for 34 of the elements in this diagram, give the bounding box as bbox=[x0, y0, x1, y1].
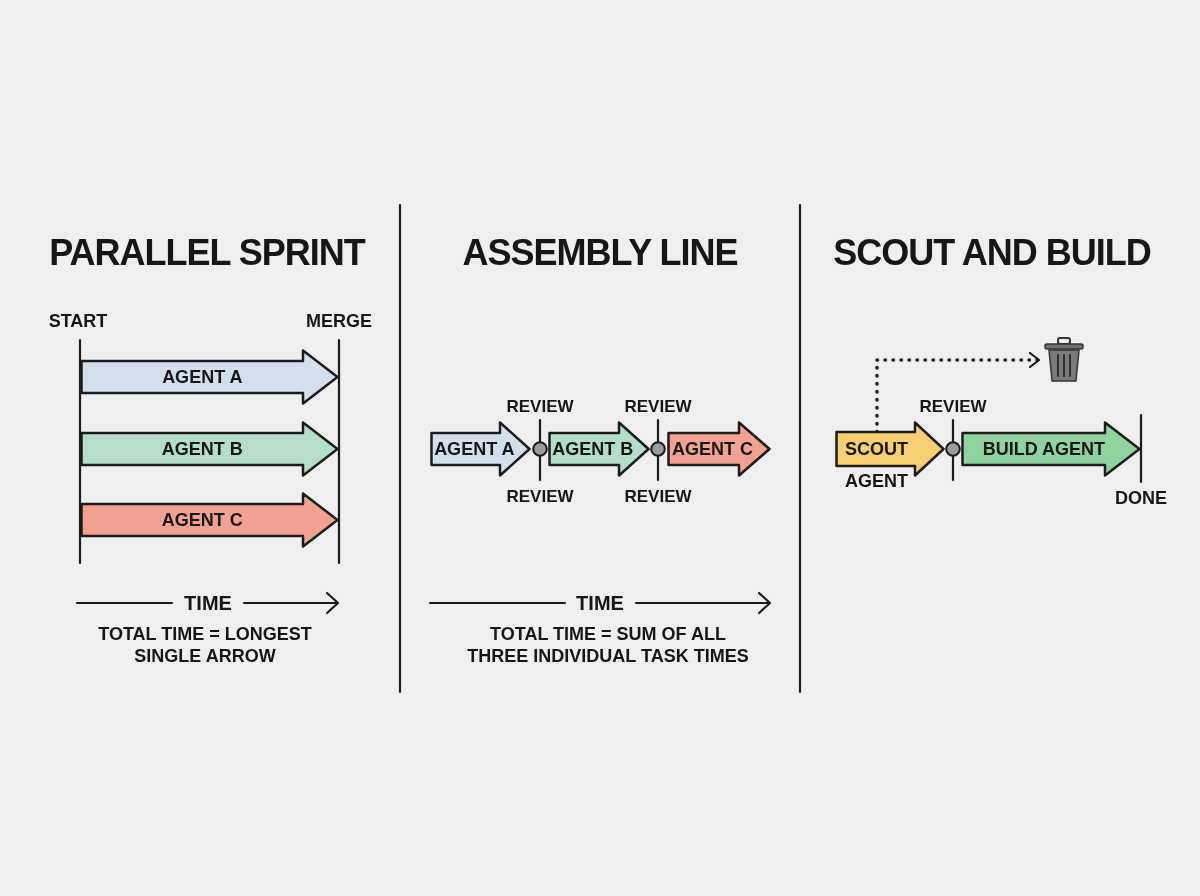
axis-label: TIME bbox=[576, 593, 624, 613]
axis-label: TIME bbox=[184, 593, 232, 613]
task-label: AGENT C bbox=[672, 440, 754, 458]
dot-icon bbox=[650, 441, 666, 457]
panel-heading: PARALLEL SPRINT bbox=[49, 235, 365, 271]
checkpoint-label: REVIEW bbox=[506, 488, 574, 505]
marker-label: START bbox=[48, 312, 108, 330]
task-label: SCOUT AGENT bbox=[845, 438, 909, 493]
panel-heading: ASSEMBLY LINE bbox=[462, 235, 738, 271]
task-label: AGENT B bbox=[161, 440, 243, 458]
task-label: AGENT B bbox=[552, 440, 634, 458]
task-block bbox=[548, 421, 650, 477]
task-label: BUILD AGENT bbox=[982, 440, 1105, 458]
marker-label: DONE bbox=[1115, 489, 1167, 507]
panel-heading: SCOUT AND BUILD bbox=[833, 235, 1151, 271]
note-text: TOTAL TIME = SUM OF ALL THREE INDIVIDUAL TASK TIMES bbox=[466, 623, 750, 667]
task-label: AGENT C bbox=[161, 511, 243, 529]
task-block bbox=[80, 492, 339, 548]
checkpoint-label: REVIEW bbox=[506, 398, 574, 415]
dot-icon bbox=[532, 441, 548, 457]
task-label: AGENT A bbox=[162, 368, 243, 386]
task-block bbox=[80, 349, 339, 405]
task-block bbox=[80, 421, 339, 477]
checkpoint-label: REVIEW bbox=[919, 398, 987, 415]
note-text: TOTAL TIME = LONGEST SINGLE ARROW bbox=[97, 623, 313, 667]
task-block bbox=[667, 421, 771, 477]
task-block bbox=[430, 421, 531, 477]
checkpoint-label: REVIEW bbox=[624, 488, 692, 505]
checkpoint-label: REVIEW bbox=[624, 398, 692, 415]
dot-icon bbox=[945, 441, 961, 457]
task-block bbox=[961, 421, 1141, 477]
marker-label: MERGE bbox=[306, 312, 372, 330]
trash-can-icon bbox=[1043, 337, 1085, 383]
task-label: AGENT A bbox=[434, 440, 515, 458]
